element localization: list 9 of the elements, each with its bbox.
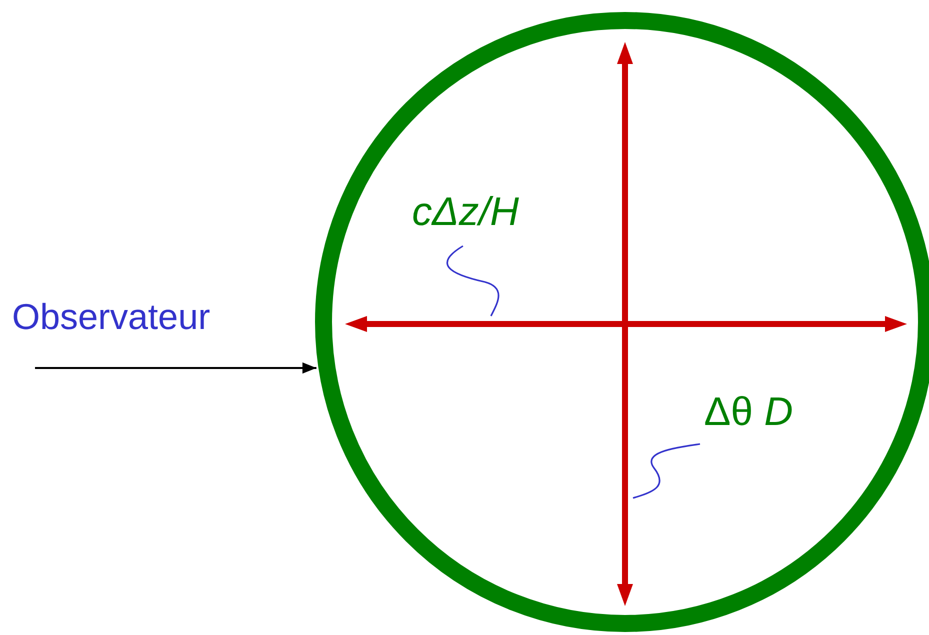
leader-line bbox=[632, 443, 700, 499]
dimension-label: cΔz/H bbox=[412, 190, 519, 234]
observer-label: Observateur bbox=[12, 296, 210, 338]
arrow bbox=[35, 362, 316, 374]
dimension-label: Δθ D bbox=[704, 390, 793, 434]
dimension-arrow bbox=[617, 42, 633, 606]
sphere-outline bbox=[315, 12, 929, 632]
dimension-arrow bbox=[345, 316, 907, 332]
leader-line bbox=[446, 245, 500, 316]
